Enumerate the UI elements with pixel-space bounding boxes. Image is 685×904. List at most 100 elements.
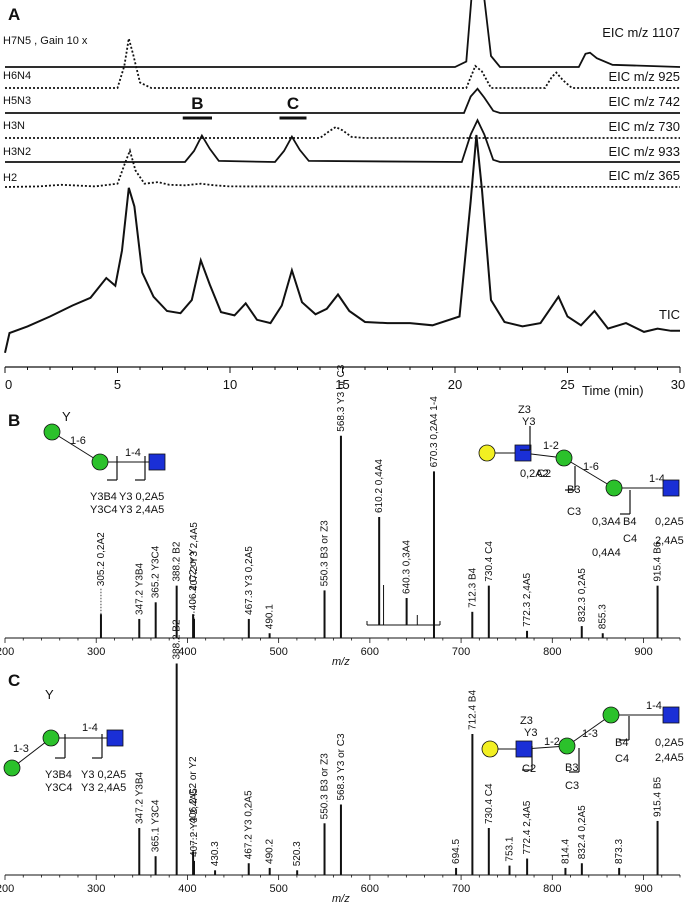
mz-tick-label-200: 200 (0, 883, 14, 895)
b-full-b4: B4 (623, 516, 636, 528)
c-glcnac-icon-2 (515, 740, 533, 758)
peak-label-2: 365.2 Y3C4 (151, 545, 162, 598)
x-tick-label-20: 20 (448, 377, 462, 392)
peak-label-7: 490.2 (265, 838, 276, 863)
b-full-link-1-4: 1-4 (649, 473, 665, 485)
c-full-z3: Z3 (520, 715, 533, 727)
peak-label-9: 568.3 Y3 or C3 (336, 364, 347, 432)
peak-label-12: 712.4 B4 (467, 690, 478, 730)
c-full-link3 (566, 714, 612, 747)
peak-label-0: 347.2 Y3B4 (134, 771, 145, 824)
mz-tick-label-500: 500 (269, 646, 287, 658)
b-link-1-6: 1-6 (70, 435, 86, 447)
peak-label-1: 347.2 Y3B4 (134, 562, 145, 615)
c-frag-y3b4: Y3B4 (45, 769, 72, 781)
fraction-label-C: C (287, 94, 299, 113)
x-tick-label-5: 5 (114, 377, 121, 392)
b-full-24a5: 2,4A5 (655, 535, 684, 547)
c-link-1-4: 1-4 (82, 722, 98, 734)
trace-1 (5, 38, 680, 89)
peak-label-14: 832.3 0,2A5 (577, 568, 588, 622)
mz-tick-label-200: 200 (0, 646, 14, 658)
c-full-24a5: 2,4A5 (655, 752, 684, 764)
peak-label-3: 406.2 C2 or Y2 (188, 756, 199, 824)
trace-2 (5, 87, 680, 114)
c-galactose-icon (481, 740, 499, 758)
c-full-c4: C4 (615, 753, 629, 765)
peak-label-11: 694.5 (451, 838, 462, 863)
b-full-c3: C3 (567, 506, 581, 518)
panel-b: 200300400500600700800900305.2 0,2A2347.2… (0, 364, 681, 658)
trace-right-label-6: TIC (659, 307, 680, 322)
c-mannose-icon-2 (42, 729, 60, 747)
peak-label-4: 407.2 Y3 2,4A5 (189, 788, 200, 857)
peak-label-19: 915.4 B5 (653, 776, 664, 816)
mz-tick-label-700: 700 (452, 646, 470, 658)
peak-label-6: 467.2 Y3 0,2A5 (244, 790, 255, 859)
c-mannose-icon-1 (3, 759, 21, 777)
trace-right-label-3: EIC m/z 730 (608, 119, 680, 134)
trace-right-label-1: EIC m/z 925 (608, 69, 680, 84)
c-y3-ion-label: Y (45, 687, 54, 702)
b-glcnac-icon-2 (514, 444, 532, 462)
trace-left-label-3: H3N (3, 120, 25, 132)
b-y3-ion-label: Y (62, 409, 71, 424)
peak-label-14: 753.1 (505, 836, 516, 861)
b-mannose-icon-1 (43, 423, 61, 441)
peak-label-3: 388.2 B2 (172, 541, 183, 581)
b-full-04a4: 0,4A4 (592, 547, 621, 559)
mz-tick-label-400: 400 (178, 646, 196, 658)
peak-label-17: 832.4 0,2A5 (577, 805, 588, 859)
b-full-y3: Y3 (522, 416, 535, 428)
c-full-02a5: 0,2A5 (655, 737, 684, 749)
mz-tick-label-600: 600 (361, 883, 379, 895)
c-frag-y3-02a5: Y3 0,2A5 (81, 769, 126, 781)
x-tick-label-10: 10 (223, 377, 237, 392)
c-mannose-icon-3 (558, 737, 576, 755)
trace-left-label-5: H2 (3, 172, 17, 184)
b-full-z3: Z3 (518, 404, 531, 416)
peak-label-7: 490.1 (265, 604, 276, 629)
b-mannose-icon-2 (91, 453, 109, 471)
mz-tick-label-900: 900 (634, 883, 652, 895)
c-full-y3: Y3 (524, 727, 537, 739)
panel-c: 200300400500600700800900347.2 Y3B4365.1 … (0, 619, 681, 895)
inset-peak-label-1: 640.3 0,3A4 (402, 540, 413, 594)
c-frag-y3c4: Y3C4 (45, 782, 73, 794)
mz-tick-label-900: 900 (634, 646, 652, 658)
trace-4 (5, 118, 680, 163)
c-full-c2: C2 (522, 763, 536, 775)
x-tick-label-15: 15 (335, 377, 349, 392)
trace-right-label-2: EIC m/z 742 (608, 94, 680, 109)
x-tick-label-0: 0 (5, 377, 12, 392)
b-full-02a2: 0,2A2 (520, 468, 549, 480)
peak-label-9: 550.3 B3 or Z3 (320, 753, 331, 820)
b-y3-link1 (51, 431, 101, 463)
peak-label-8: 520.3 (292, 841, 303, 866)
mz-tick-label-600: 600 (361, 646, 379, 658)
peak-label-4: 406.2 C2 or Y (188, 548, 199, 610)
c-glcnac-icon-1 (106, 729, 124, 747)
b-full-03a4: 0,3A4 (592, 516, 621, 528)
trace-right-label-4: EIC m/z 933 (608, 144, 680, 159)
peak-label-16: 814.4 (560, 838, 571, 863)
mz-tick-label-800: 800 (543, 883, 561, 895)
c-full-link-1-2: 1-2 (544, 736, 560, 748)
peak-label-2: 388.2 B2 (172, 619, 183, 659)
c-full-b4: B4 (615, 737, 628, 749)
b-link-1-4: 1-4 (125, 447, 141, 459)
trace-left-label-1: H6N4 (3, 70, 31, 82)
panel-b-xlabel: m/z (332, 656, 350, 668)
peak-label-15: 772.4 2,4A5 (522, 800, 533, 854)
mz-tick-label-800: 800 (543, 646, 561, 658)
peak-label-5: 430.3 (210, 841, 221, 866)
b-frag-y3c4: Y3C4 (90, 504, 118, 516)
b-full-c2: C2 (537, 468, 551, 480)
panel-c-label: C (8, 671, 20, 690)
trace-left-label-4: H3N2 (3, 146, 31, 158)
b-full-link-1-2: 1-2 (543, 440, 559, 452)
trace-left-label-0: H7N5 , Gain 10 x (3, 35, 88, 47)
